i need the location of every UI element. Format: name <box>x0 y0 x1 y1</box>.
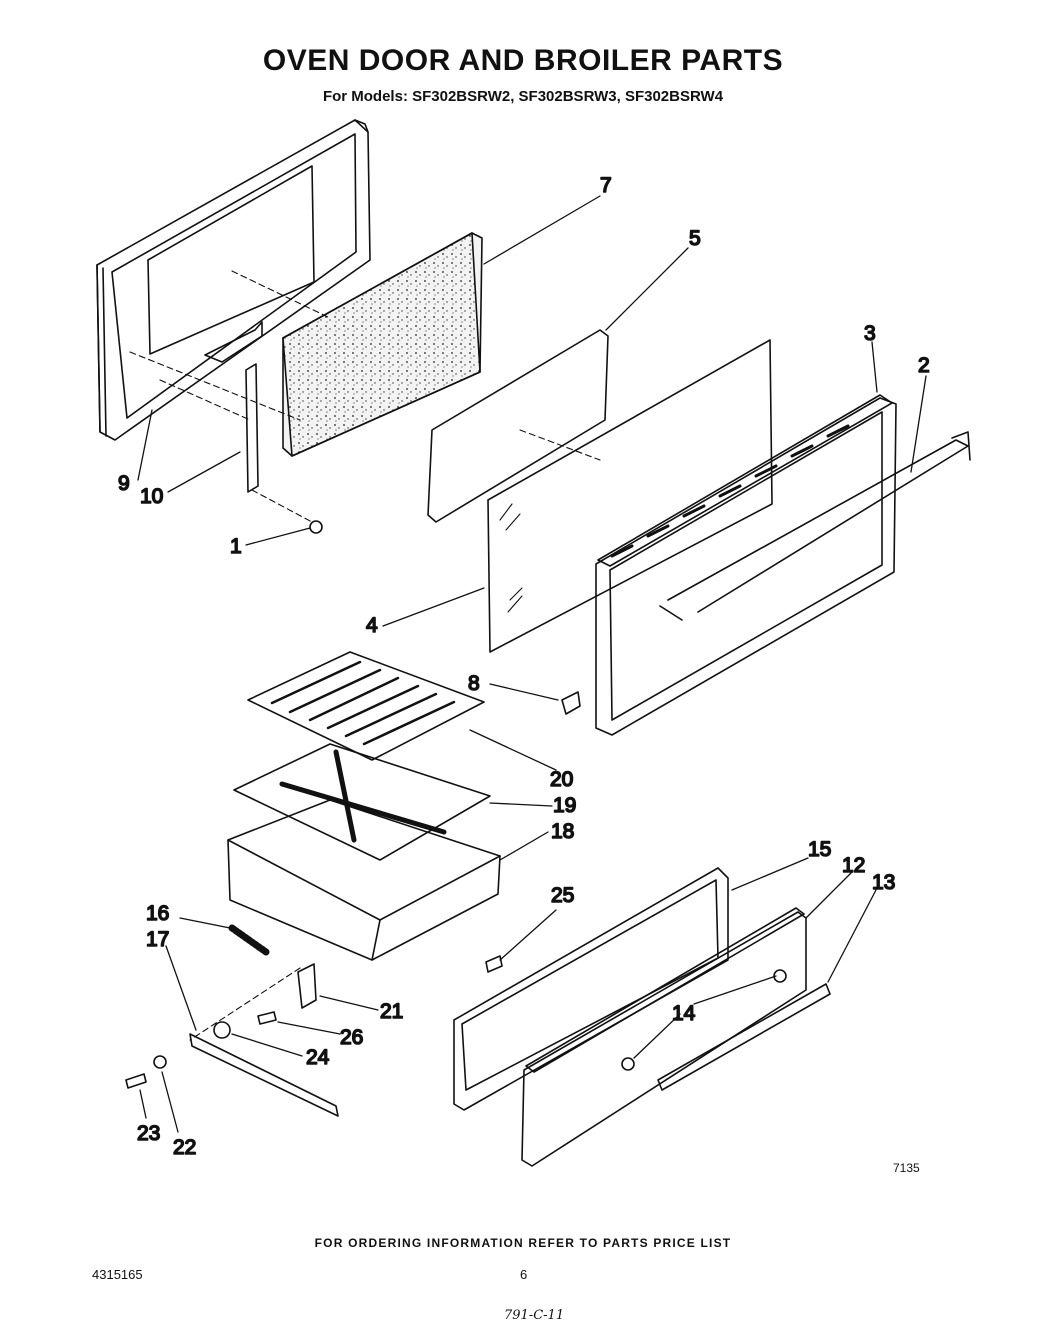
callout-20: 20 <box>550 768 573 791</box>
callout-22: 22 <box>173 1136 196 1159</box>
callout-5: 5 <box>689 227 701 250</box>
latch <box>561 691 581 715</box>
callout-15: 15 <box>808 838 831 861</box>
callout-7: 7 <box>600 174 612 197</box>
callout-8: 8 <box>468 672 480 695</box>
hinge-strip <box>245 363 259 493</box>
bracket <box>297 963 317 1009</box>
callout-4: 4 <box>366 614 378 637</box>
leader-lines <box>137 195 927 1133</box>
broiler-door-trim <box>657 983 831 1091</box>
callout-3: 3 <box>864 322 876 345</box>
slide-rail <box>189 1033 339 1117</box>
broiler-door-panel <box>521 907 807 1167</box>
outer-door-frame <box>595 394 897 736</box>
callout-26: 26 <box>340 1026 363 1049</box>
callout-16: 16 <box>146 902 169 925</box>
callout-19: 19 <box>553 794 576 817</box>
handwritten-note: 791-C-11 <box>504 1308 565 1323</box>
callout-10: 10 <box>140 485 163 508</box>
fastener-lower <box>621 1057 635 1071</box>
washer <box>153 1055 167 1069</box>
assembly-lines <box>129 270 601 1041</box>
callout-21: 21 <box>380 1000 403 1023</box>
insulation <box>282 232 483 457</box>
document-number: 4315165 <box>92 1267 143 1282</box>
screw-small <box>125 1073 147 1089</box>
callout-2: 2 <box>918 354 930 377</box>
callout-1: 1 <box>230 535 242 558</box>
callout-12: 12 <box>842 854 865 877</box>
callout-14: 14 <box>672 1002 696 1025</box>
callout-23: 23 <box>137 1122 160 1145</box>
door-handle <box>659 431 971 621</box>
callout-25: 25 <box>551 884 574 907</box>
callout-13: 13 <box>872 871 895 894</box>
spring <box>228 924 270 956</box>
screw <box>309 520 323 534</box>
ordering-note: FOR ORDERING INFORMATION REFER TO PARTS … <box>314 1236 732 1250</box>
broiler-grid <box>247 651 485 761</box>
broiler-pan-frame <box>233 743 491 861</box>
callout-24: 24 <box>306 1046 330 1069</box>
figure-code: 7135 <box>893 1161 920 1175</box>
callout-17: 17 <box>146 928 169 951</box>
model-list: For Models: SF302BSRW2, SF302BSRW3, SF30… <box>322 88 724 105</box>
callout-18: 18 <box>551 820 574 843</box>
broiler-pan <box>227 799 501 961</box>
outer-glass <box>487 339 773 653</box>
page-number: 6 <box>520 1267 528 1282</box>
broiler-door-inner <box>453 867 729 1111</box>
nut <box>213 1021 231 1039</box>
bracket-screw <box>257 1011 277 1025</box>
callout-9: 9 <box>118 472 130 495</box>
inner-door-frame <box>96 119 371 441</box>
pin <box>485 955 503 973</box>
page-title: OVEN DOOR AND BROILER PARTS <box>262 44 784 77</box>
inner-glass-panel <box>427 329 609 523</box>
